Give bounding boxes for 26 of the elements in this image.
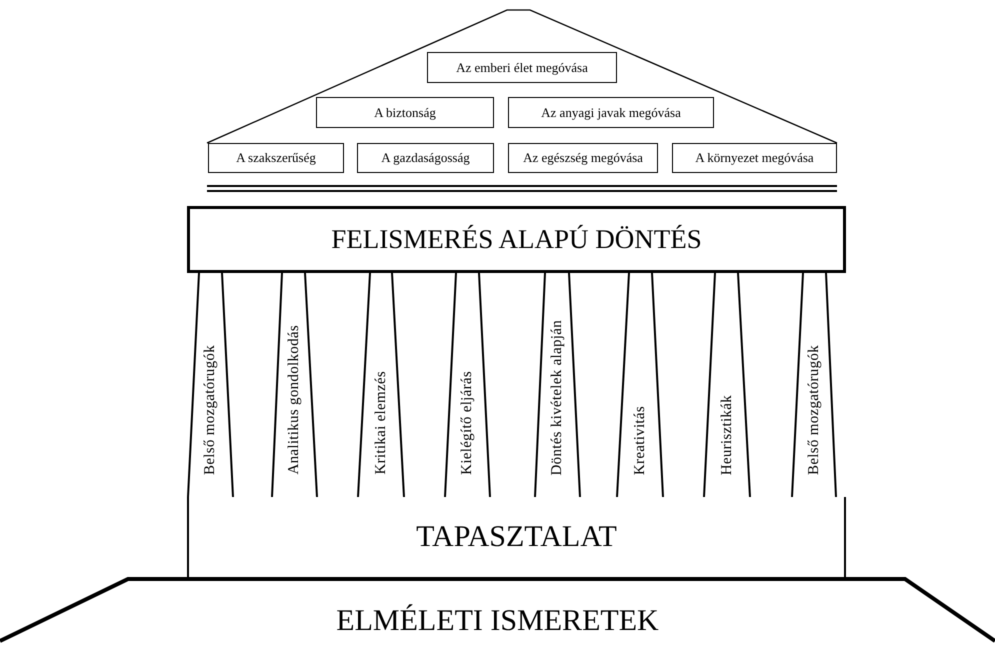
value-box: A környezet megóvása [672, 143, 837, 173]
value-box: A gazdaságosság [357, 143, 494, 173]
value-box: Az anyagi javak megóvása [508, 97, 714, 128]
pillar-label: Heurisztikák [718, 394, 736, 475]
pillar-label: Döntés kivételek alapján [549, 320, 566, 475]
foundation-label: ELMÉLETI ISMERETEK [336, 604, 659, 638]
pillar-label: Kreativitás [632, 406, 648, 475]
pillar-label: Kielégítő eljárás [459, 371, 476, 475]
pillar [271, 273, 318, 497]
pillar [534, 273, 581, 497]
beam-box: FELISMERÉS ALAPÚ DÖNTÉS [187, 206, 846, 273]
pillar [616, 273, 664, 497]
value-box: Az egészség megóvása [508, 143, 658, 173]
pillar [357, 273, 405, 497]
pillar [187, 273, 234, 497]
pillar [791, 273, 837, 497]
pillar-label: Kritikai elemzés [372, 371, 390, 475]
pillar [444, 273, 491, 497]
pillar-label: Belső mozgatórugók [202, 345, 219, 475]
pillar-label: Analitikus gondolkodás [286, 325, 303, 475]
pillar [703, 273, 751, 497]
pillar-label: Belső mozgatórugók [806, 345, 822, 475]
base-box: TAPASZTALAT [187, 497, 846, 579]
value-box: A biztonság [316, 97, 494, 128]
value-box: Az emberi élet megóvása [427, 52, 617, 83]
value-box: A szakszerűség [208, 143, 344, 173]
